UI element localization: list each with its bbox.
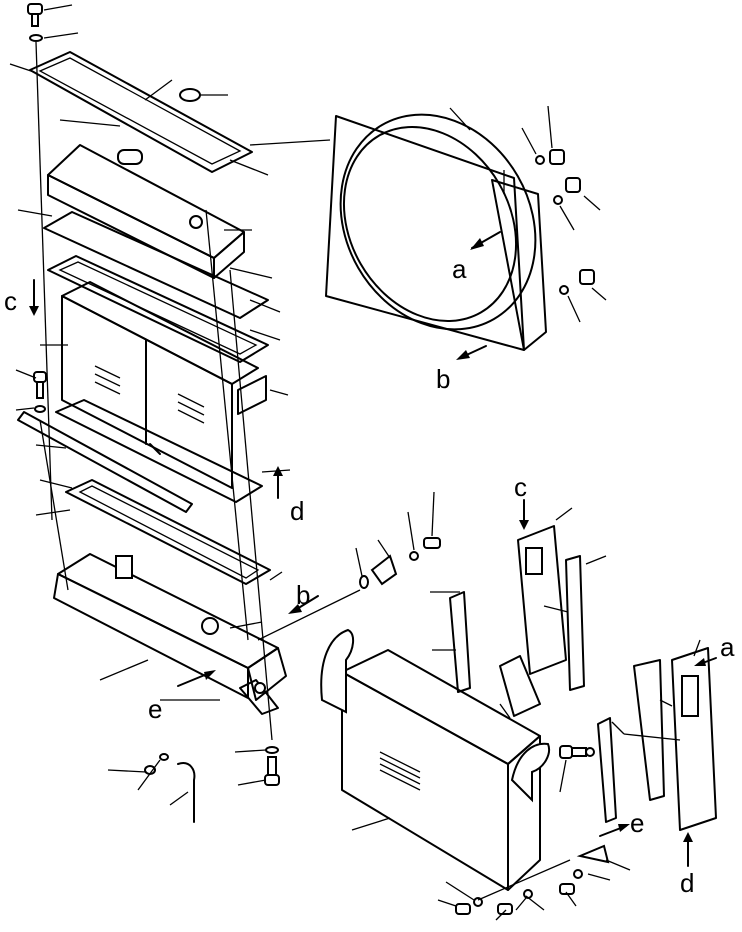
label-b-mid: b	[296, 580, 310, 610]
label-a-fan: a	[452, 254, 467, 284]
arrow-b-fan	[456, 345, 487, 360]
radiator-assembly	[320, 628, 550, 891]
label-b-fan: b	[436, 364, 450, 394]
arrow-e-left	[177, 670, 216, 687]
side-bolt-left	[15, 369, 47, 413]
right-bracket-assembly	[597, 639, 717, 831]
arrow-d-left	[273, 466, 283, 499]
label-c-right: c	[514, 472, 527, 502]
side-brackets	[430, 507, 607, 719]
top-bolt	[27, 3, 79, 42]
radiator-cap	[179, 88, 228, 102]
arrow-c-left	[29, 279, 39, 316]
label-a-right: a	[720, 632, 735, 662]
fan-shroud	[325, 107, 547, 351]
arrow-a-fan	[470, 231, 501, 250]
radiator-core-left	[40, 281, 289, 489]
arrow-b-mid	[288, 595, 319, 614]
label-e-left: e	[148, 694, 162, 724]
bottom-bolt	[234, 746, 280, 786]
label-d-left: d	[290, 496, 304, 526]
drain-parts	[107, 699, 220, 823]
arrow-d-right	[683, 832, 693, 867]
bottom-bolts-row	[437, 844, 631, 921]
lower-seal-strips	[17, 399, 291, 585]
label-e-right: e	[630, 808, 644, 838]
arrow-a-right	[694, 657, 717, 666]
upper-tank	[17, 119, 273, 279]
hose-fittings	[257, 491, 441, 641]
upper-tank-gasket	[9, 51, 269, 176]
label-d-right: d	[680, 868, 694, 898]
arrow-e-right	[599, 824, 630, 837]
mount-bolt	[559, 745, 595, 793]
label-c-left: c	[4, 286, 17, 316]
upper-seal-gaskets	[43, 211, 281, 363]
alignment-lines	[35, 41, 331, 741]
shroud-bolts	[521, 105, 607, 323]
lower-tank	[53, 553, 287, 715]
arrow-c-right	[519, 499, 529, 530]
